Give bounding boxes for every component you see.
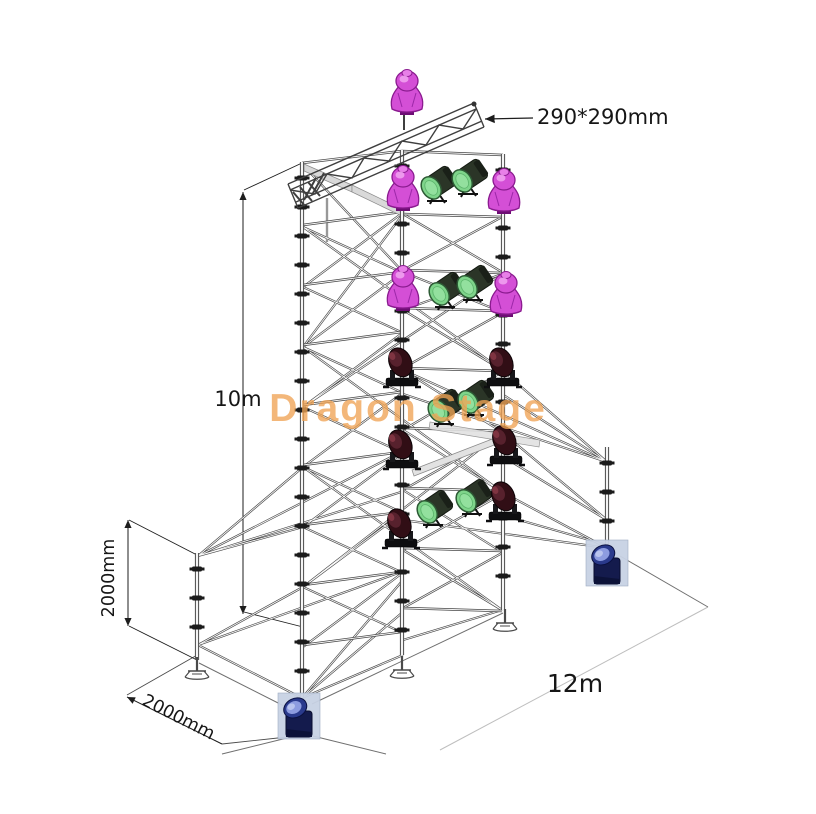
pole-coupler — [189, 624, 205, 630]
pole-coupler — [599, 518, 615, 524]
ground-width-label: 12m — [547, 669, 603, 698]
blue-moving-head-light — [585, 539, 629, 587]
pole-coupler — [294, 581, 310, 587]
pole-coupler — [495, 341, 511, 347]
purple-wash-light — [390, 68, 424, 116]
pole-coupler — [495, 573, 511, 579]
pole-coupler — [189, 595, 205, 601]
pole-coupler — [294, 668, 310, 674]
truss-size-callout — [484, 114, 534, 124]
pole-coupler — [495, 254, 511, 260]
pole-coupler — [294, 320, 310, 326]
truss-size-label: 290*290mm — [537, 105, 669, 129]
dimension-2000mm-diagonal — [126, 653, 288, 745]
green-par-light — [452, 261, 497, 304]
outrigger-height-label: 2000mm — [99, 539, 119, 618]
watermark: Dragon Stage — [269, 387, 547, 430]
pole-coupler — [294, 552, 310, 558]
pole-coupler — [394, 250, 410, 256]
pole-coupler — [294, 494, 310, 500]
ground-plane-lines — [198, 555, 709, 755]
pole-coupler — [294, 610, 310, 616]
purple-wash-light — [487, 167, 521, 215]
tower-height-label: 10m — [214, 387, 261, 411]
pole-coupler — [294, 436, 310, 442]
pole-coupler — [294, 378, 310, 384]
purple-wash-light — [386, 164, 420, 212]
blue-moving-head-light — [277, 692, 321, 740]
dimension-2000mm-vertical — [124, 519, 198, 661]
outrigger-spacing-label: 2000mm — [139, 691, 218, 745]
pole-coupler — [294, 233, 310, 239]
pole-coupler — [495, 225, 511, 231]
moving-head-light — [482, 342, 524, 389]
pole-coupler — [294, 291, 310, 297]
pole-coupler — [394, 598, 410, 604]
top-truss-beam — [287, 101, 485, 209]
green-par-light — [447, 155, 492, 198]
pole-coupler — [599, 489, 615, 495]
moving-head-light — [381, 424, 423, 471]
pole-coupler — [294, 262, 310, 268]
pole-coupler — [189, 566, 205, 572]
